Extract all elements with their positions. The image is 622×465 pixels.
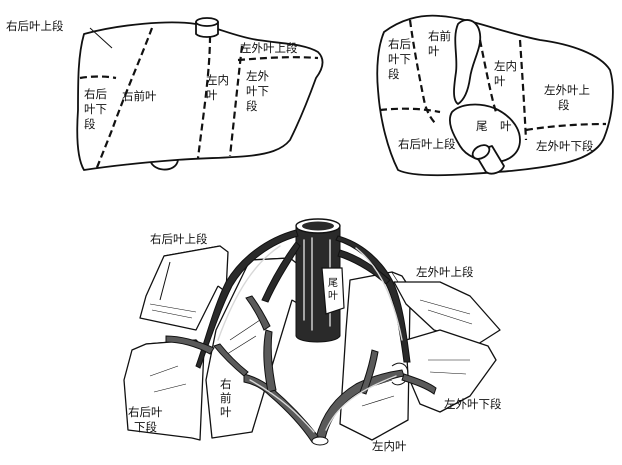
boundary-tr-rp-horizontal: [379, 107, 441, 114]
label-right-posterior-inferior-tl-3: 段: [84, 117, 96, 131]
boundary-ra-lm: [196, 35, 212, 159]
label-left-medial-tl-1: 左内: [206, 73, 229, 87]
label-left-lateral-inferior-tl-2: 叶下: [246, 84, 269, 98]
caudate-lobe-region: [448, 103, 521, 163]
label-right-posterior-superior-b: 右后叶上段: [150, 232, 208, 246]
ivc-stub: [195, 17, 219, 38]
leader-line-rps: [89, 27, 113, 49]
label-right-posterior-inferior-b-1: 右后叶: [128, 405, 163, 419]
label-right-posterior-inferior-b-2: 下段: [134, 420, 157, 434]
portal-stub: [471, 144, 505, 175]
label-right-posterior-inferior-tr-2: 叶下: [388, 52, 411, 66]
label-left-lateral-inferior-tl-3: 段: [246, 99, 258, 113]
caudate-lobe: [321, 267, 345, 315]
boundary-ll-horizontal: [237, 56, 319, 62]
label-caudate-b-2: 叶: [328, 290, 338, 302]
label-right-anterior-b-3: 叶: [220, 405, 232, 419]
label-right-posterior-inferior-tr-3: 段: [388, 67, 400, 81]
boundary-tr-lm-ll: [518, 39, 528, 141]
label-left-medial-tr-2: 叶: [494, 74, 506, 88]
liver-exploded-view: 右后叶上段 右后叶 下段 右 前 叶 尾 叶 左外叶上段 左外叶下段 左内叶: [123, 218, 502, 453]
boundary-tr-ll-horizontal: [525, 122, 607, 132]
liver-anterior-view: 右后叶上段 右后 叶下 段 右前叶 左内 叶 左外叶上段 左外 叶下 段: [6, 17, 324, 171]
label-left-lateral-superior-b: 左外叶上段: [416, 265, 474, 279]
boundary-rp-horizontal: [79, 75, 117, 80]
segment-right-posterior-inferior: [123, 339, 205, 441]
portal-vein-tree: [165, 295, 437, 446]
label-right-posterior-inferior-tl-1: 右后: [84, 87, 107, 101]
label-right-anterior-tr-2: 叶: [428, 44, 440, 58]
label-left-lateral-inferior-b: 左外叶下段: [444, 397, 502, 411]
label-left-medial-tl-2: 叶: [206, 88, 218, 102]
label-caudate-b-1: 尾: [328, 277, 338, 289]
boundary-rp-ra: [94, 27, 154, 171]
label-left-lateral-superior-tr-1: 左外叶上: [544, 83, 590, 97]
umbilical-fissure: [453, 19, 482, 105]
label-left-lateral-superior-tr-2: 段: [558, 98, 570, 112]
segment-right-posterior-superior: [139, 245, 229, 331]
label-left-lateral-inferior-tl-1: 左外: [246, 69, 269, 83]
liver-outline-posterior: [376, 14, 614, 177]
segment-left-lateral-superior: [393, 281, 501, 345]
label-left-lateral-superior-tl: 左外叶上段: [240, 41, 298, 55]
boundary-tr-rp-ra: [408, 19, 437, 125]
segment-left-lateral-inferior: [391, 329, 497, 413]
liver-posterior-view: 右后 叶下 段 右前 叶 左内 叶 尾 叶 右后叶上段 左外叶上 段 左外叶下段: [376, 14, 614, 177]
label-right-anterior-b-1: 右: [220, 377, 232, 391]
label-right-anterior-tl: 右前叶: [122, 89, 157, 103]
hepatic-veins: [195, 229, 411, 369]
label-left-medial-b: 左内叶: [372, 439, 407, 453]
label-left-lateral-inferior-tr: 左外叶下段: [536, 139, 594, 153]
label-right-anterior-b-2: 前: [220, 391, 232, 405]
label-caudate-leaf-tr: 叶: [500, 119, 512, 133]
boundary-tr-ra-lm: [478, 39, 498, 113]
label-right-posterior-inferior-tl-2: 叶下: [84, 102, 107, 116]
label-right-posterior-inferior-tr-1: 右后: [388, 37, 411, 51]
label-right-posterior-superior-tl: 右后叶上段: [6, 19, 64, 33]
boundary-lm-ll: [228, 45, 244, 157]
label-right-anterior-tr-1: 右前: [428, 29, 451, 43]
label-caudate-tr: 尾: [476, 119, 488, 133]
label-left-medial-tr-1: 左内: [494, 59, 517, 73]
label-right-posterior-superior-tr: 右后叶上段: [398, 137, 456, 151]
